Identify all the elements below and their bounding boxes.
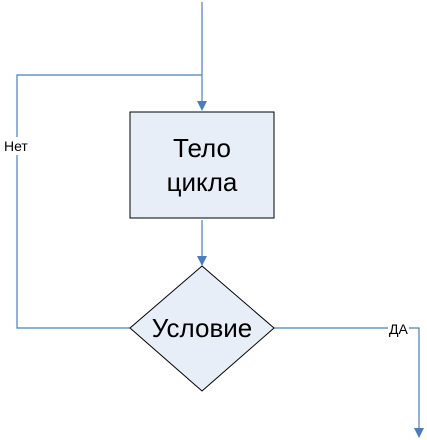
loop-back-connector: [16, 74, 202, 329]
loop-body-label: Тело цикла: [166, 133, 238, 197]
branch-no-label: Нет: [2, 137, 30, 155]
condition-diamond: [129, 265, 275, 392]
loop-body-box: [129, 111, 275, 219]
exit-connector: [274, 327, 424, 438]
branch-yes-label: ДА: [388, 320, 409, 338]
condition-label: Условие: [151, 313, 253, 343]
